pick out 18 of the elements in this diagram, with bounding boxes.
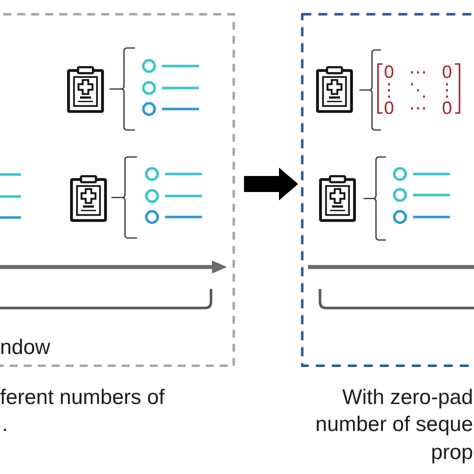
matrix-entry: 0: [384, 62, 394, 82]
matrix-entry: ⋯: [409, 62, 427, 82]
matrix-entry: ⋮: [380, 80, 398, 100]
caption-text: prop: [430, 440, 473, 465]
dashed-panel: [0, 13, 235, 367]
matrix-entry: 0: [442, 62, 452, 82]
matrix-entry: ⋯: [409, 98, 427, 118]
arrow: [244, 168, 298, 200]
matrix-entry: ⋮: [438, 80, 456, 100]
caption-text: ferent numbers of: [0, 385, 165, 410]
caption-text: .: [2, 412, 8, 437]
caption-text: With zero-pad: [342, 385, 473, 410]
bracket-label: ndow: [0, 335, 50, 360]
caption-text: number of seque: [315, 412, 473, 437]
matrix-entry: ⋱: [409, 80, 427, 100]
dashed-panel: [301, 13, 474, 367]
matrix-entry: 0: [442, 98, 452, 118]
matrix-entry: 0: [384, 98, 394, 118]
